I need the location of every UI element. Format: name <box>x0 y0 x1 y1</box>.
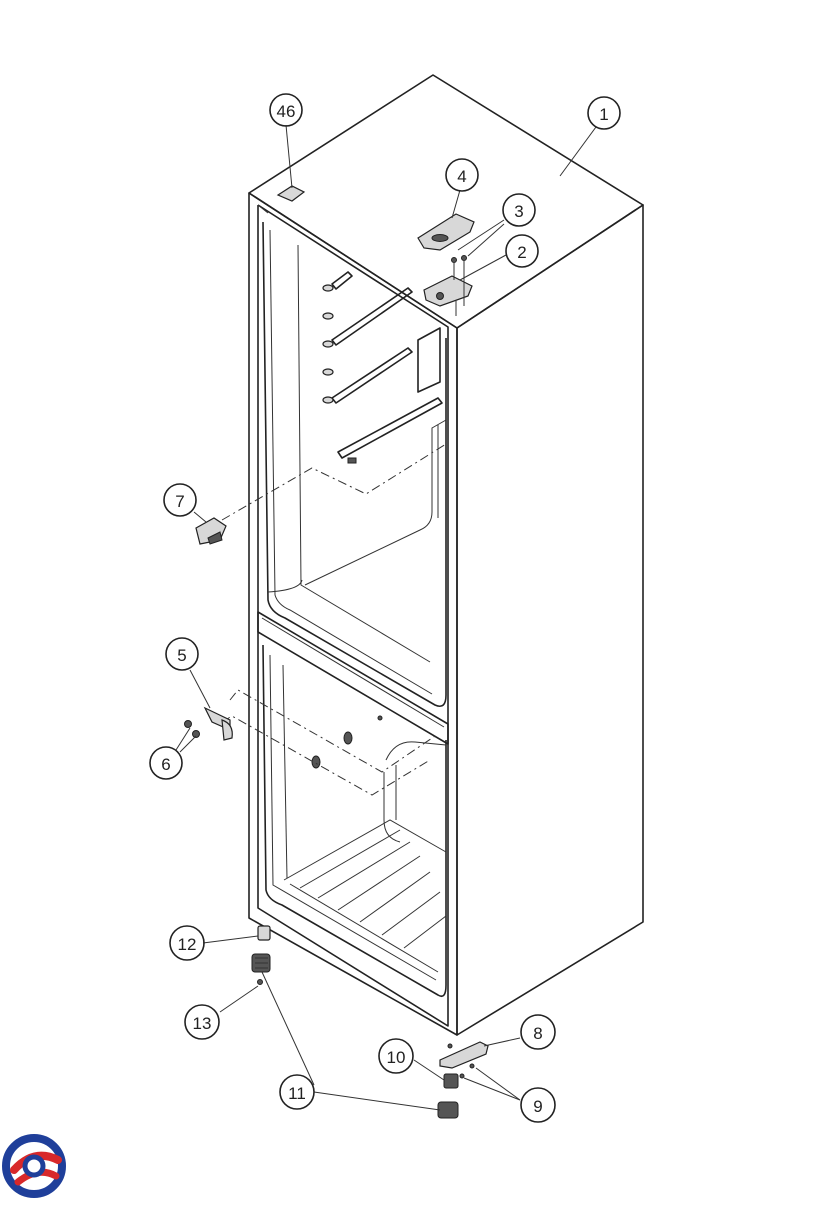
callout-label: 5 <box>177 646 186 665</box>
cabinet-body <box>248 74 644 1036</box>
callout-46: 46 <box>269 93 303 127</box>
callout-label: 4 <box>457 167 466 186</box>
callout-6: 6 <box>149 746 183 780</box>
assembly-lines <box>221 443 447 796</box>
callout-label: 8 <box>533 1024 542 1043</box>
callout-11: 11 <box>279 1074 315 1110</box>
part-5-bracket <box>184 706 233 741</box>
callout-label: 10 <box>387 1048 406 1067</box>
callout-4: 4 <box>445 158 479 192</box>
callout-9: 9 <box>520 1087 556 1123</box>
callout-2: 2 <box>505 234 539 268</box>
callout-12: 12 <box>169 925 205 961</box>
callout-10: 10 <box>378 1038 414 1074</box>
callout-8: 8 <box>520 1014 556 1050</box>
top-hinge-parts <box>276 185 475 316</box>
callout-label: 46 <box>277 102 296 121</box>
callout-1: 1 <box>587 96 621 130</box>
callout-label: 2 <box>517 243 526 262</box>
callout-label: 1 <box>599 105 608 124</box>
callout-3: 3 <box>502 193 536 227</box>
callout-label: 12 <box>178 935 197 954</box>
callout-label: 9 <box>533 1097 542 1116</box>
bottom-hinge-parts <box>437 1041 489 1119</box>
callout-label: 3 <box>514 202 523 221</box>
part-7 <box>195 517 227 545</box>
left-feet <box>251 925 271 985</box>
lower-compartment-liner <box>262 644 447 998</box>
callout-7: 7 <box>163 483 197 517</box>
callout-label: 11 <box>288 1084 306 1103</box>
callout-13: 13 <box>184 1004 220 1040</box>
callout-label: 13 <box>193 1014 212 1033</box>
upper-compartment-liner <box>262 221 447 708</box>
callout-label: 6 <box>161 755 170 774</box>
callout-5: 5 <box>165 637 199 671</box>
brand-logo-icon <box>2 1134 66 1198</box>
leader-lines <box>175 124 597 1111</box>
callout-label: 7 <box>175 492 184 511</box>
